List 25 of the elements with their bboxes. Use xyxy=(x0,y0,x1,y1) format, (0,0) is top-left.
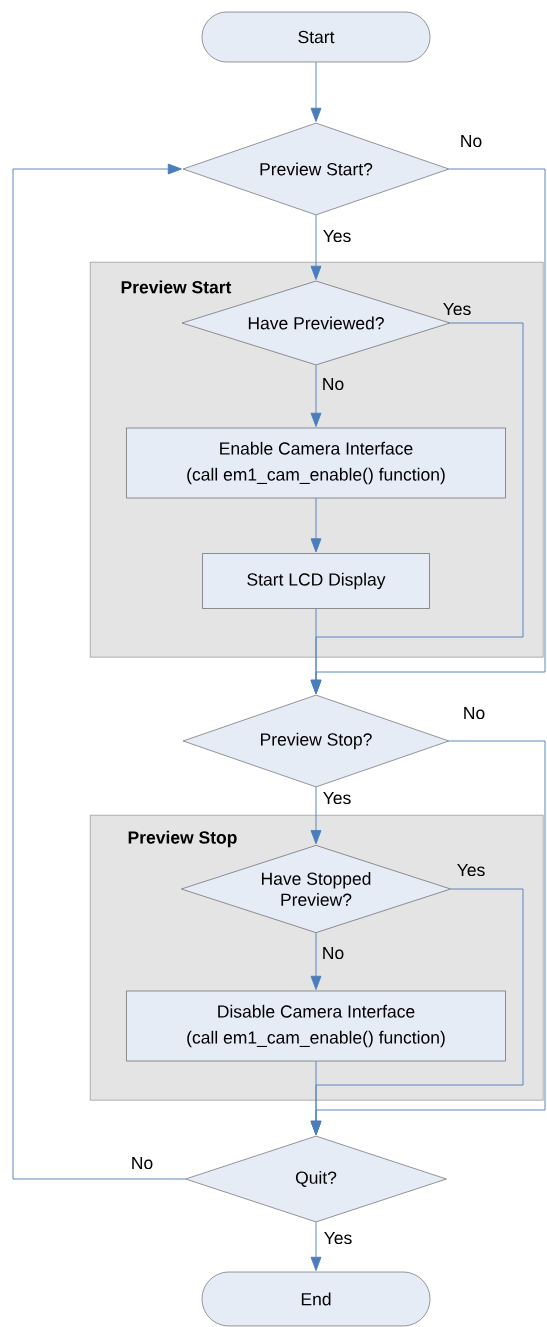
arrow xyxy=(310,61,322,122)
arrow xyxy=(310,786,322,845)
arrow xyxy=(310,1060,322,1135)
process-box: Disable Camera Interface (call em1_cam_enable() function) xyxy=(126,990,506,1062)
process-box: Start LCD Display xyxy=(202,553,430,609)
arrow xyxy=(310,932,322,990)
arrow xyxy=(310,364,322,427)
edge-label: Yes xyxy=(457,863,485,877)
edge-label: Yes xyxy=(323,791,351,805)
edge-label: No xyxy=(323,377,344,391)
process-box: Enable Camera Interface (call em1_cam_enable() function) xyxy=(126,427,506,499)
arrow xyxy=(310,608,322,694)
edge-label: No xyxy=(461,134,482,148)
arrow xyxy=(310,497,322,553)
edge-label: Yes xyxy=(324,1231,352,1245)
arrow xyxy=(310,1221,322,1271)
arrow xyxy=(310,214,322,280)
edge-label: No xyxy=(323,946,344,960)
edge-label: No xyxy=(132,1156,153,1170)
edge-label: Yes xyxy=(323,229,351,243)
terminal-box: End xyxy=(201,1271,431,1327)
group-title: Preview Stop xyxy=(128,830,237,848)
edge-label: No xyxy=(464,706,485,720)
arrow xyxy=(12,163,186,1180)
terminal-box: Start xyxy=(201,11,431,63)
